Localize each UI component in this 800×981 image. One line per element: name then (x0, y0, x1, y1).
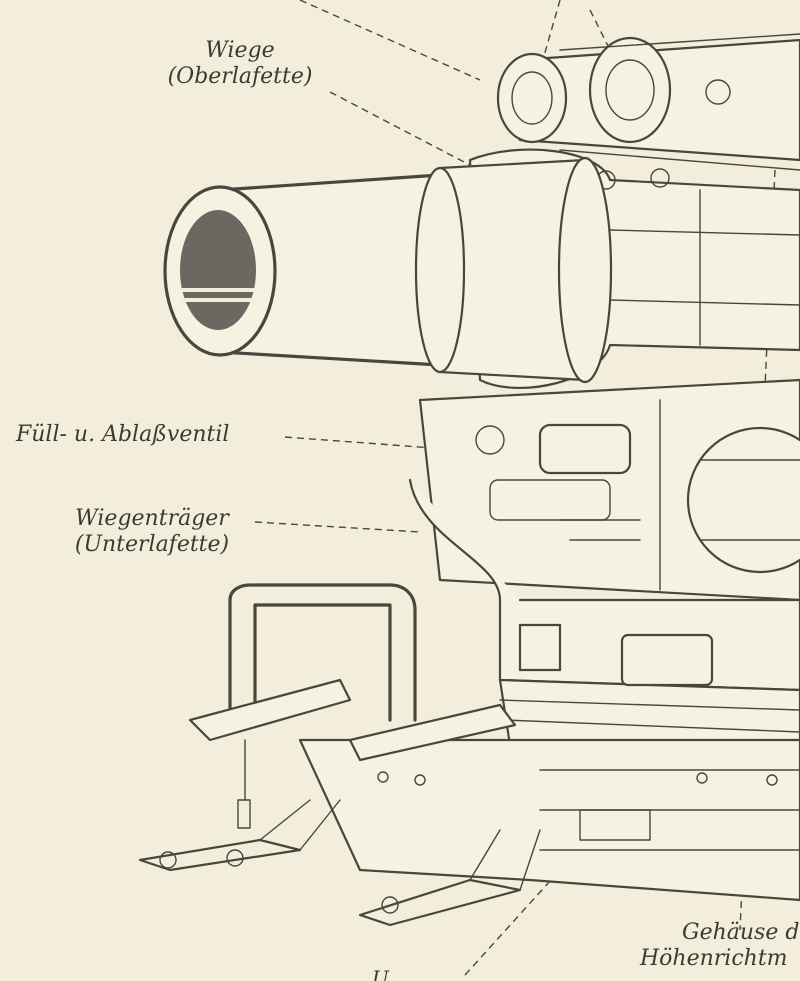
leader-top-3 (589, 9, 611, 51)
label-fuell-line1: Füll- u. Ablaßventil (16, 422, 230, 447)
label-gehaeuse-line1: Gehäuse d (682, 920, 800, 945)
carrying-frame (188, 583, 517, 829)
barrel (163, 156, 613, 384)
spades (138, 799, 541, 927)
leader-top-1 (299, 0, 481, 81)
label-wiegentraeger-line2: (Unterlafette) (74, 532, 230, 557)
label-wiege-line2: (Oberlafette) (167, 64, 313, 89)
mid-machinery (418, 378, 800, 602)
base-frame (298, 738, 800, 902)
leader-bottom (464, 869, 561, 976)
label-bottom-line1: U (372, 966, 389, 981)
label-wiege-line1: Wiege (205, 38, 275, 63)
label-wiegentraeger-line1: Wiegenträger (75, 506, 229, 531)
label-bottom-cut: U (372, 968, 389, 981)
recoil-cylinders (496, 33, 800, 171)
label-gehaeuse-line2: Höhenrichtm (640, 946, 788, 971)
leader-wiegentraeger (254, 521, 421, 533)
label-fuell-ablassventil: Füll- u. Ablaßventil (16, 424, 229, 446)
label-wiegentraeger: Wiegenträger (Unterlafette) (52, 508, 252, 556)
muzzle-bore (180, 210, 256, 330)
label-gehaeuse: Gehäuse d Höhenrichtm (640, 922, 799, 970)
label-wiege: Wiege (Oberlafette) (150, 40, 330, 88)
